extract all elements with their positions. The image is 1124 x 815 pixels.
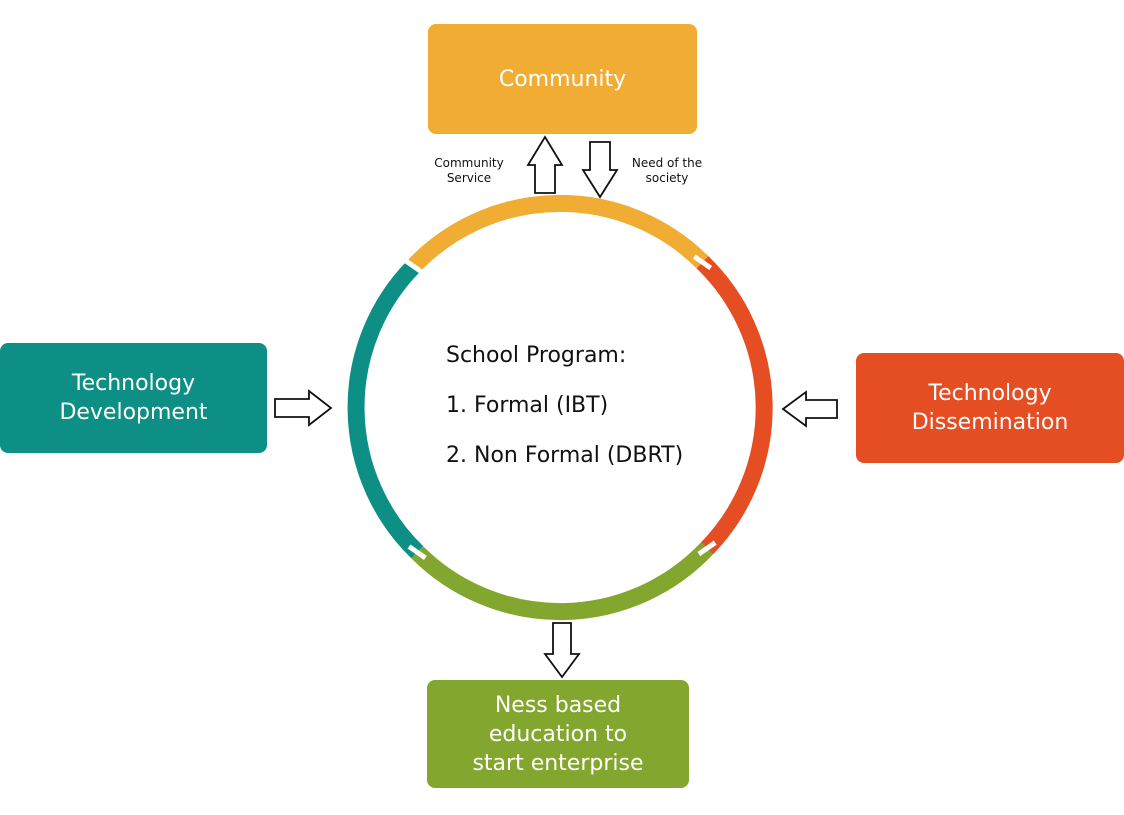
need-of-society-label-line-1: Need of the (631, 156, 703, 170)
need-of-society-label-line-2: society (645, 171, 689, 185)
school-program-title: School Program: (446, 343, 627, 368)
ring-segment-dissemination (696, 256, 773, 555)
ness-education-line-1: Ness based (494, 692, 622, 718)
ring-segment-community (407, 194, 709, 273)
arrow-down-enterprise-icon (543, 622, 581, 679)
technology-development-line-2: Development (59, 400, 208, 425)
technology-development-box: Technology Development (0, 343, 267, 453)
arrow-right-development-icon (274, 389, 333, 427)
school-program-item-formal: 1. Formal (IBT) (446, 393, 609, 418)
need-of-society-label: Need of the society (624, 156, 710, 186)
community-service-label-line-1: Community (434, 156, 504, 170)
community-box-line: Community (498, 66, 627, 92)
community-service-label: Community Service (426, 156, 512, 186)
community-box: Community (428, 24, 697, 134)
arrow-left-dissemination-icon (781, 390, 838, 428)
ring-gaps (403, 254, 717, 560)
technology-dissemination-line-1: Technology (928, 381, 1052, 406)
arrow-down-need-of-society-icon (581, 141, 619, 199)
school-program-item-non-formal: 2. Non Formal (DBRT) (446, 443, 684, 468)
ness-education-line-3: start enterprise (472, 750, 644, 776)
ring-segment-development (347, 260, 424, 559)
technology-development-line-1: Technology (71, 371, 196, 396)
community-service-label-line-2: Service (446, 171, 492, 185)
arrow-up-community-service-icon (526, 135, 564, 194)
ring-segment-enterprise (411, 542, 714, 621)
technology-dissemination-box: Technology Dissemination (856, 353, 1124, 463)
ness-education-line-2: education to (488, 721, 628, 747)
technology-dissemination-line-2: Dissemination (911, 410, 1069, 435)
ness-education-box: Ness based education to start enterprise (427, 680, 689, 788)
